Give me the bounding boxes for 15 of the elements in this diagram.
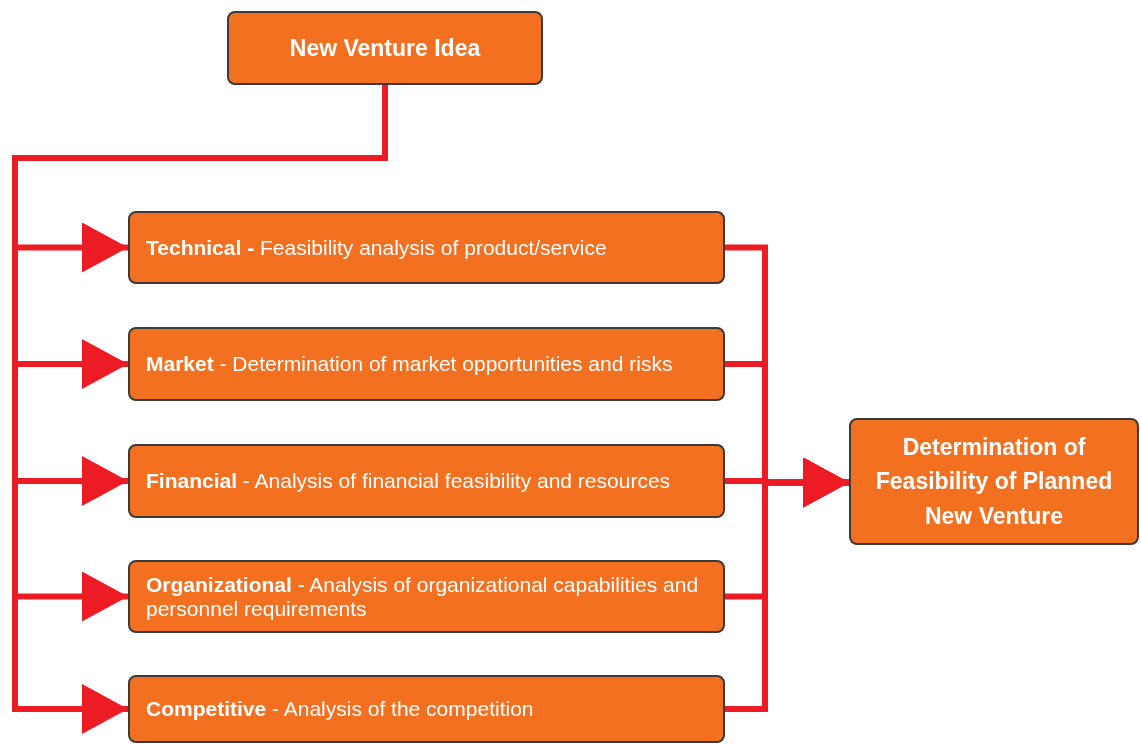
process-box — [128, 675, 725, 743]
box-description: Financial - Analysis of financial feasibility and resources — [146, 469, 671, 493]
process-box — [128, 327, 725, 401]
process-box — [128, 211, 725, 284]
process-box — [128, 444, 725, 518]
process-box — [128, 560, 725, 633]
connector-arrow — [725, 457, 849, 712]
process-box — [849, 418, 1139, 545]
box-title: New Venture Idea — [289, 33, 481, 63]
box-title: Determination of Feasibility of Planned New Venture — [874, 432, 1114, 531]
box-description: Organizational - Analysis of organizational capabilities and personnel requirements — [146, 573, 700, 620]
process-box — [227, 11, 543, 85]
box-description: Market - Determination of market opportunities and risks — [146, 352, 673, 376]
box-description: Competitive - Analysis of the competition — [146, 697, 534, 721]
box-description: Technical - Feasibility analysis of product/service — [146, 235, 607, 260]
